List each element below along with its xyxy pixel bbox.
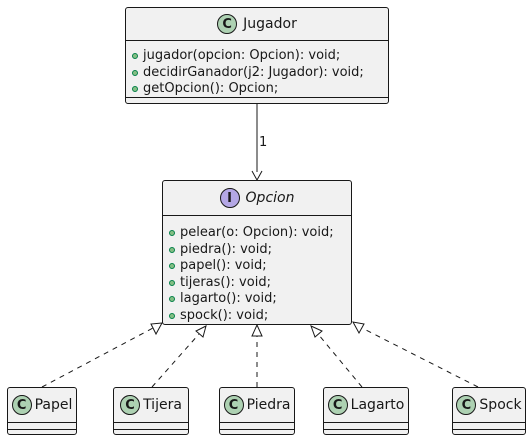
class-name: Lagarto xyxy=(350,397,405,413)
method-item: pelear(o: Opcion): void; xyxy=(169,225,347,242)
class-divider xyxy=(126,97,388,98)
method-item: lagarto(): void; xyxy=(169,291,347,308)
method-item: getOpcion(): Opcion; xyxy=(132,81,384,98)
class-spock: C Spock xyxy=(452,387,526,435)
class-icon: C xyxy=(217,14,238,34)
class-name: Piedra xyxy=(246,397,291,413)
class-icon: C xyxy=(456,395,477,415)
class-divider xyxy=(324,429,408,430)
public-method-icon xyxy=(169,296,175,303)
realization-lagarto-line xyxy=(317,333,363,388)
class-papel: C Papel xyxy=(7,387,77,435)
public-method-icon xyxy=(169,230,175,237)
realization-spock-arrowhead xyxy=(352,321,365,335)
public-method-icon xyxy=(169,279,175,286)
class-tijera: C Tijera xyxy=(113,387,189,435)
interface-opcion: I Opcion pelear(o: Opcion): void; piedra… xyxy=(162,180,352,325)
method-list: jugador(opcion: Opcion): void; decidirGa… xyxy=(132,48,384,98)
public-method-icon xyxy=(132,69,138,76)
realization-lagarto-arrowhead xyxy=(310,325,323,338)
class-divider xyxy=(114,422,188,423)
class-divider xyxy=(163,215,351,216)
association-multiplicity: 1 xyxy=(259,135,267,150)
public-method-icon xyxy=(169,246,175,253)
class-name: Jugador xyxy=(243,16,297,32)
method-item: jugador(opcion: Opcion): void; xyxy=(132,48,384,65)
class-name: Tijera xyxy=(143,397,182,413)
class-icon: C xyxy=(327,395,348,415)
class-divider xyxy=(324,422,408,423)
method-list: pelear(o: Opcion): void; piedra(): void;… xyxy=(169,225,347,324)
class-divider xyxy=(8,429,76,430)
class-icon: C xyxy=(223,395,244,415)
method-item: decidirGanador(j2: Jugador): void; xyxy=(132,65,384,82)
realization-piedra-arrowhead xyxy=(251,323,263,337)
class-piedra: C Piedra xyxy=(219,387,295,435)
association-arrowhead xyxy=(251,170,263,182)
public-method-icon xyxy=(132,53,138,60)
public-method-icon xyxy=(132,86,138,93)
realization-papel-arrowhead xyxy=(150,322,163,336)
realization-spock-line xyxy=(361,327,479,388)
class-icon: C xyxy=(120,395,141,415)
method-item: tijeras(): void; xyxy=(169,275,347,292)
public-method-icon xyxy=(169,312,175,319)
class-divider xyxy=(453,429,525,430)
method-item: piedra(): void; xyxy=(169,242,347,259)
method-item: spock(): void; xyxy=(169,308,347,325)
class-name: Opcion xyxy=(245,190,295,206)
class-divider xyxy=(114,429,188,430)
class-divider xyxy=(220,429,294,430)
realization-tijera-arrowhead xyxy=(195,325,207,338)
public-method-icon xyxy=(169,263,175,270)
method-item: papel(): void; xyxy=(169,258,347,275)
class-jugador: C Jugador jugador(opcion: Opcion): void;… xyxy=(125,7,389,104)
class-lagarto: C Lagarto xyxy=(323,387,409,435)
interface-icon: I xyxy=(219,188,240,208)
class-name: Papel xyxy=(34,397,73,413)
class-divider xyxy=(220,422,294,423)
realization-tijera-line xyxy=(151,333,200,388)
class-divider xyxy=(126,40,388,41)
class-icon: C xyxy=(11,395,32,415)
class-divider xyxy=(453,422,525,423)
class-name: Spock xyxy=(479,397,522,413)
realization-papel-line xyxy=(41,327,154,388)
class-divider xyxy=(8,422,76,423)
